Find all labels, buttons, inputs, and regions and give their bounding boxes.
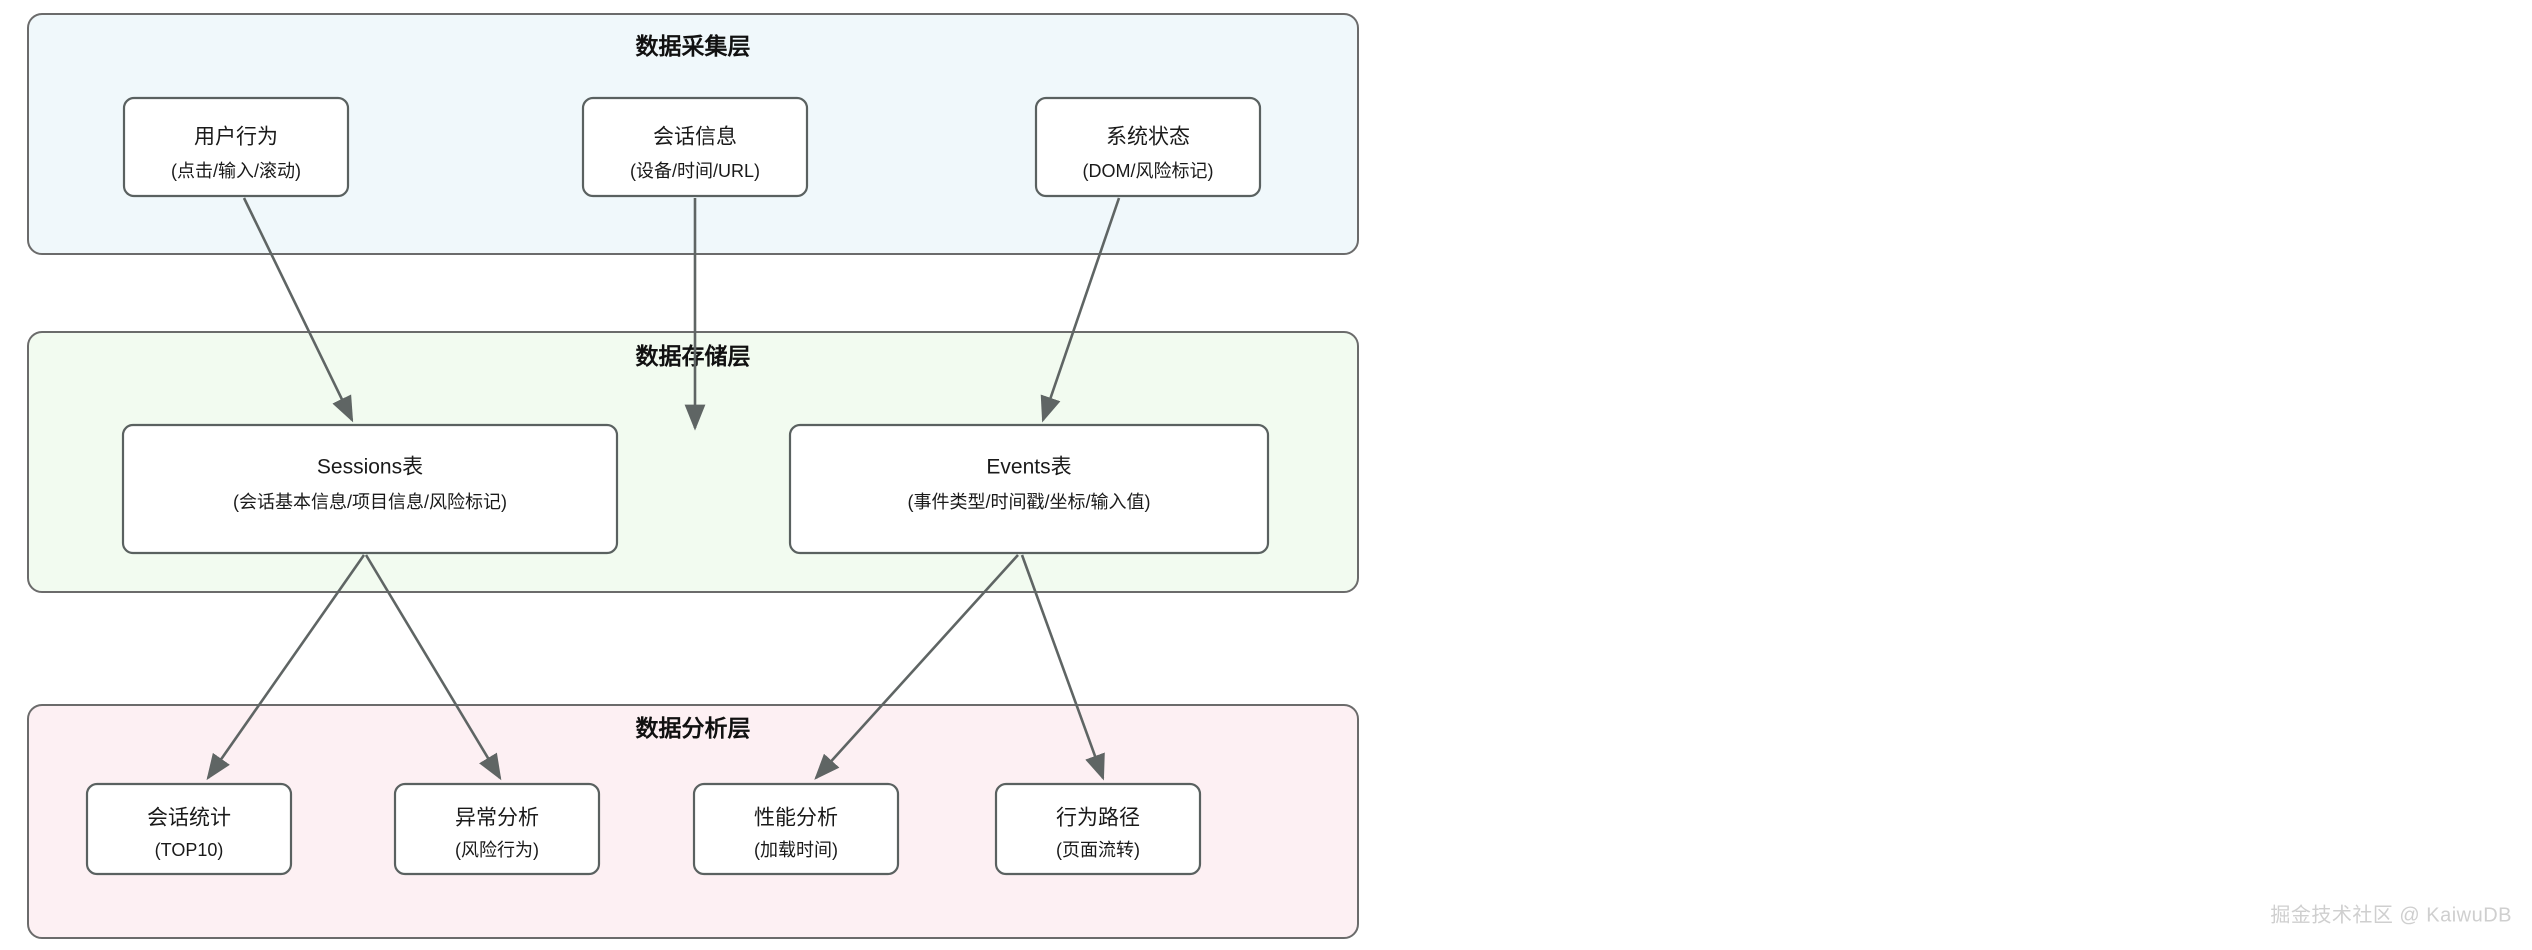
- node-user-behavior-subtitle: (点击/输入/滚动): [171, 161, 301, 181]
- layer-storage-title: 数据存储层: [636, 343, 751, 369]
- node-session-info-title: 会话信息: [653, 126, 737, 149]
- node-anomaly-analysis-title: 异常分析: [455, 807, 539, 830]
- edge-system-state-to-events-table: [1040, 197, 1121, 423]
- node-behavior-path-box[interactable]: [994, 782, 1202, 876]
- edge-events-table-to-behavior-path: [1020, 554, 1105, 781]
- node-user-behavior-box[interactable]: [122, 96, 350, 198]
- node-session-stats[interactable]: 会话统计 (TOP10): [85, 782, 293, 876]
- edge-user-behavior-to-sessions-table: [242, 197, 354, 423]
- node-behavior-path[interactable]: 行为路径 (页面流转): [994, 782, 1202, 876]
- node-session-info-subtitle: (设备/时间/URL): [630, 161, 760, 181]
- node-session-stats-box[interactable]: [85, 782, 293, 876]
- node-user-behavior[interactable]: 用户行为 (点击/输入/滚动): [122, 96, 350, 198]
- node-events-table[interactable]: Events表 (事件类型/时间戳/坐标/输入值): [788, 423, 1270, 555]
- node-sessions-table[interactable]: Sessions表 (会话基本信息/项目信息/风险标记): [121, 423, 619, 555]
- node-user-behavior-title: 用户行为: [194, 126, 278, 149]
- edge-sessions-table-to-session-stats: [206, 554, 366, 781]
- node-session-stats-title: 会话统计: [147, 807, 231, 830]
- node-performance-analysis[interactable]: 性能分析 (加载时间): [692, 782, 900, 876]
- node-behavior-path-subtitle: (页面流转): [1056, 840, 1140, 860]
- edge-sessions-table-to-anomaly-analysis: [364, 554, 502, 781]
- layer-analysis-title: 数据分析层: [636, 715, 751, 741]
- layer-analysis: 数据分析层 会话统计 (TOP10) 异常分析 (风险行为) 性能分析 (加载时…: [27, 704, 1359, 939]
- node-sessions-table-subtitle: (会话基本信息/项目信息/风险标记): [233, 492, 507, 512]
- node-system-state-subtitle: (DOM/风险标记): [1083, 161, 1214, 181]
- node-session-info[interactable]: 会话信息 (设备/时间/URL): [581, 96, 809, 198]
- node-events-table-box[interactable]: [788, 423, 1270, 555]
- node-events-table-subtitle: (事件类型/时间戳/坐标/输入值): [908, 492, 1151, 512]
- edge-events-table-to-performance-analysis: [814, 554, 1019, 780]
- node-system-state-title: 系统状态: [1106, 126, 1190, 149]
- node-system-state-box[interactable]: [1034, 96, 1262, 198]
- node-sessions-table-title: Sessions表: [317, 456, 423, 479]
- edge-group: [206, 197, 1121, 781]
- layer-collection: 数据采集层 用户行为 (点击/输入/滚动) 会话信息 (设备/时间/URL) 系…: [27, 13, 1359, 255]
- node-system-state[interactable]: 系统状态 (DOM/风险标记): [1034, 96, 1262, 198]
- layer-storage: 数据存储层 Sessions表 (会话基本信息/项目信息/风险标记) Event…: [27, 331, 1359, 593]
- node-performance-analysis-subtitle: (加载时间): [754, 840, 838, 860]
- node-session-info-box[interactable]: [581, 96, 809, 198]
- watermark-label: 掘金技术社区 @ KaiwuDB: [2270, 903, 2512, 926]
- node-anomaly-analysis-subtitle: (风险行为): [455, 840, 539, 860]
- node-anomaly-analysis[interactable]: 异常分析 (风险行为): [393, 782, 601, 876]
- node-events-table-title: Events表: [986, 456, 1071, 479]
- node-session-stats-subtitle: (TOP10): [155, 840, 224, 860]
- layer-collection-title: 数据采集层: [636, 33, 751, 59]
- node-sessions-table-box[interactable]: [121, 423, 619, 555]
- node-behavior-path-title: 行为路径: [1056, 807, 1140, 830]
- node-performance-analysis-box[interactable]: [692, 782, 900, 876]
- node-anomaly-analysis-box[interactable]: [393, 782, 601, 876]
- node-performance-analysis-title: 性能分析: [754, 807, 838, 830]
